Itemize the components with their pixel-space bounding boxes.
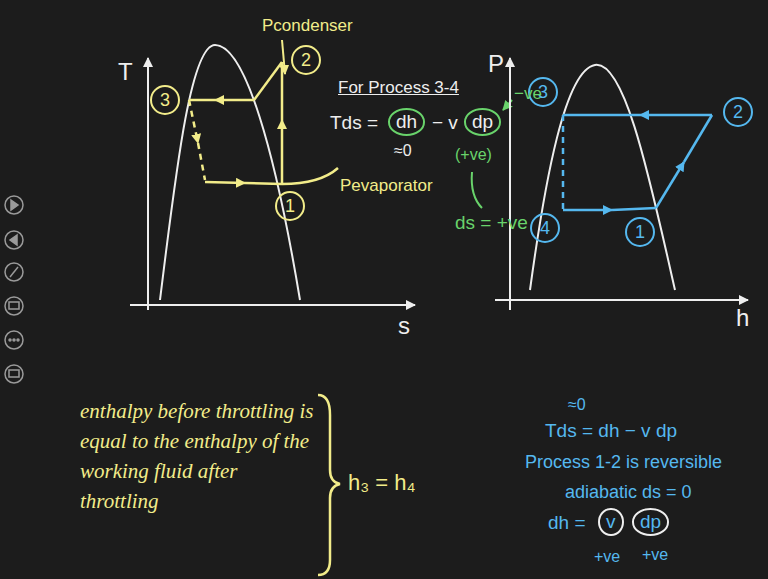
state-circle: 2 <box>291 45 321 75</box>
annotation: (+ve) <box>455 146 492 164</box>
note-text: Process 1-2 is reversible <box>525 452 722 473</box>
annotation: +ve <box>642 546 668 564</box>
annotation: ≈0 <box>394 142 412 160</box>
state-circle: 4 <box>530 213 560 243</box>
pressure-label: Pevaporator <box>340 176 433 196</box>
note-text: adiabatic ds = 0 <box>565 482 692 503</box>
state-number: 4 <box>540 219 550 237</box>
ph-diagram <box>495 58 748 310</box>
axis-label: T <box>118 58 133 86</box>
pressure-label: Pcondenser <box>262 16 353 36</box>
equation-term: dp <box>632 508 669 536</box>
equation-term: v <box>598 508 624 536</box>
equation-term: dh = <box>548 512 586 534</box>
state-circle: 1 <box>625 217 655 247</box>
note-heading: For Process 3-4 <box>338 78 459 98</box>
note-text: enthalpy before throttling is equal to t… <box>80 396 315 516</box>
state-number: 1 <box>285 197 295 215</box>
state-number: 1 <box>635 223 645 241</box>
equation: ds = +ve <box>455 212 528 234</box>
state-number: 2 <box>733 103 743 121</box>
curly-brace <box>318 395 340 575</box>
equation-term: dh <box>388 108 425 136</box>
state-number: 2 <box>301 51 311 69</box>
annotation: ≈0 <box>568 396 586 414</box>
state-circle: 3 <box>150 85 180 115</box>
equation-term: Tds = <box>330 112 378 134</box>
annotation: −ve <box>514 84 542 104</box>
ts-diagram <box>130 40 512 310</box>
annotation: +ve <box>594 548 620 566</box>
state-number: 3 <box>160 91 170 109</box>
equation: h₃ = h₄ <box>348 470 415 495</box>
axis-label: h <box>736 304 749 332</box>
equation-term: − v <box>432 112 458 134</box>
axis-label: P <box>488 50 504 78</box>
axis-label: s <box>398 312 410 340</box>
toolbar <box>5 196 23 383</box>
state-circle: 1 <box>275 191 305 221</box>
equation: Tds = dh − v dp <box>545 420 677 442</box>
equation-term: dp <box>464 108 501 136</box>
state-circle: 2 <box>723 97 753 127</box>
